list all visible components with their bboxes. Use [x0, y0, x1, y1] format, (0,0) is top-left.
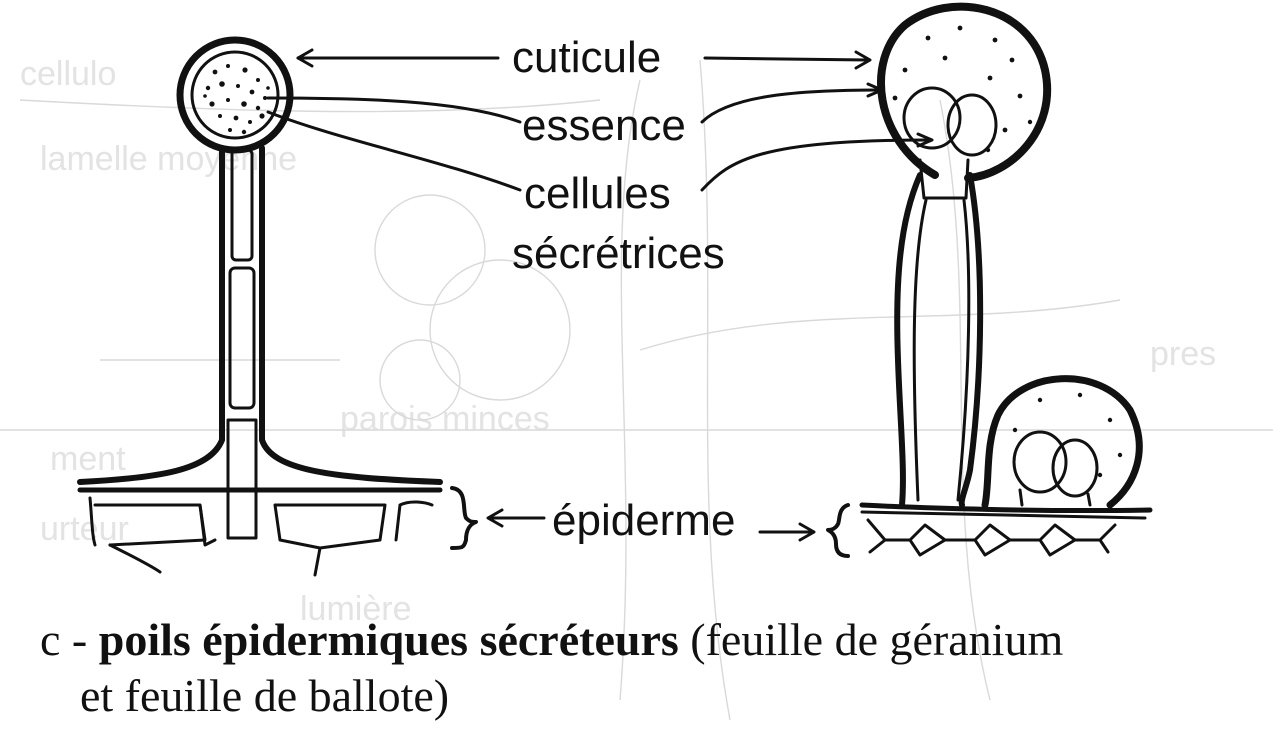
- caption-bold: poils épidermiques sécréteurs: [99, 614, 679, 665]
- cuticule-leader-right: [705, 58, 868, 60]
- small-hair-base: [1020, 490, 1090, 505]
- ghost-text-5: ment: [50, 440, 126, 478]
- stalk-cell-2: [230, 268, 254, 408]
- ghost-circle: [375, 195, 485, 305]
- left-epidermis-cell: [315, 548, 320, 575]
- left-stalk-wall-left: [80, 148, 222, 482]
- label-cuticule: cuticule: [512, 33, 661, 82]
- label-epiderme: épiderme: [552, 496, 735, 545]
- right-secretory-cell: [948, 95, 996, 155]
- labels: cuticule essence cellules sécrétrices ép…: [512, 33, 735, 545]
- left-epidermis-brace: [452, 488, 476, 548]
- ghost-text-1: cellulo: [20, 55, 116, 93]
- cellules-leader-right: [702, 140, 930, 190]
- left-essence-dots: [203, 64, 270, 134]
- small-hair-cell: [1014, 432, 1066, 492]
- small-hair-cuticle: [985, 379, 1139, 505]
- right-epidermis-brace: [828, 505, 848, 556]
- caption-prefix: c -: [40, 614, 99, 665]
- ghost-circle: [430, 260, 570, 400]
- ghost-text-4: parois minces: [340, 400, 550, 438]
- ghost-line: [640, 300, 1120, 350]
- ghost-text-3: pres: [1150, 335, 1216, 373]
- right-essence-dots: [893, 26, 1033, 153]
- small-hair-cell: [1053, 440, 1097, 496]
- right-stalk-lumen: [958, 200, 969, 500]
- left-epidermis-cell: [396, 502, 432, 540]
- figure-caption: c - poils épidermiques sécréteurs (feuil…: [40, 612, 1260, 724]
- label-cellules: cellules: [524, 169, 671, 218]
- essence-leader-right: [702, 90, 880, 122]
- label-essence: essence: [522, 101, 686, 150]
- label-secretrices: sécrétrices: [512, 229, 725, 278]
- right-epidermis-cells: [868, 520, 1115, 555]
- essence-leader-left: [268, 98, 520, 122]
- caption-rest: (feuille de géranium: [679, 614, 1063, 665]
- stalk-base-cell: [228, 420, 256, 538]
- right-stalk-wall-right: [962, 175, 981, 505]
- caption-line2: et feuille de ballote): [40, 668, 1260, 724]
- left-epidermis-cell: [110, 545, 160, 572]
- geranium-hair: [80, 40, 476, 575]
- right-stalk-lumen: [914, 200, 926, 500]
- left-epidermis-cell: [275, 505, 385, 548]
- left-head-cuticle: [180, 40, 290, 150]
- cellules-leader-left: [268, 112, 520, 190]
- ghost-text-6: urteur: [40, 510, 129, 548]
- ghost-line: [20, 100, 600, 112]
